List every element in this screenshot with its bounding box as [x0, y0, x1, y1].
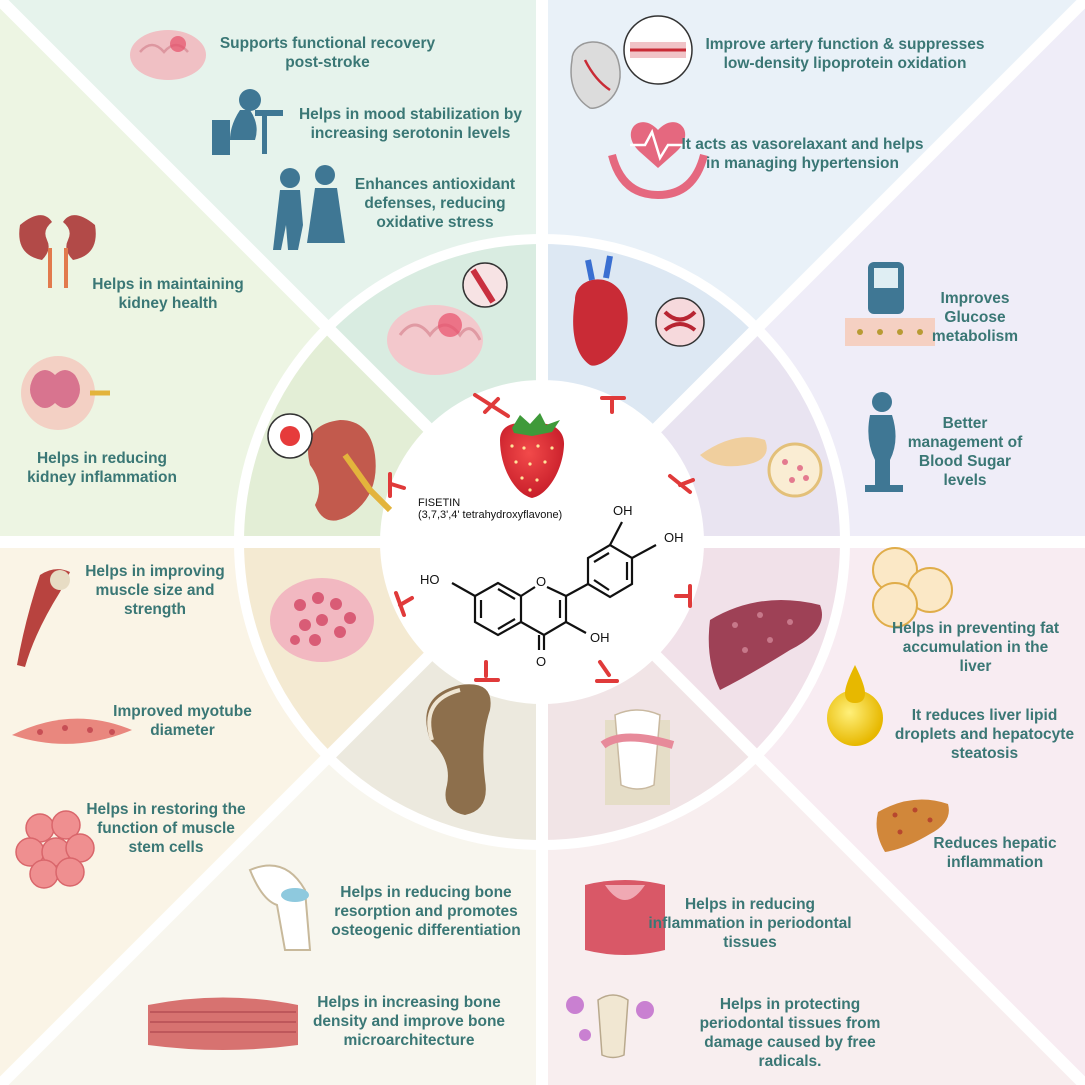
- inflamed-kidney-icon: [21, 356, 110, 430]
- brain-icon: [130, 30, 206, 80]
- inhibitor-cardio: [600, 396, 626, 414]
- shoulder-muscle-icon: [17, 569, 70, 667]
- hydroxyl-bottom: OH: [590, 630, 610, 645]
- ring-heart-icon: [573, 255, 705, 366]
- kidney-text-1: Helps in maintaining kidney health: [92, 276, 244, 312]
- bone-text-1: Helps in reducing bone resorption and pr…: [331, 884, 521, 939]
- bone-text-2: Helps in increasing bone density and imp…: [312, 994, 506, 1049]
- ring-tooth-icon: [600, 709, 675, 805]
- ring-bone-icon: [426, 684, 491, 815]
- cardio-text-2: It acts as vasorelaxant and helps in man…: [681, 136, 924, 172]
- liver-text-3: Reduces hepatic inflammation: [933, 835, 1057, 871]
- elderly-couple-icon: [273, 165, 345, 250]
- inhibitor-bone: [474, 660, 500, 682]
- tooth-bacteria-icon: [566, 994, 654, 1059]
- hydroxyl-top: OH: [613, 503, 633, 518]
- myotube-icon: [12, 718, 132, 744]
- inhibitor-periodontal: [595, 660, 619, 683]
- center-disc: [380, 380, 704, 704]
- strawberry-icon: [500, 413, 565, 498]
- fisetin-structure-icon: [451, 521, 657, 650]
- ketone-oxygen: O: [536, 654, 547, 669]
- stressed-person-icon: [212, 89, 283, 155]
- ring-oxygen: O: [536, 574, 547, 589]
- inhibitor-liver: [674, 584, 692, 608]
- ring-muscle-icon: [270, 578, 374, 662]
- ring-liver-icon: [708, 600, 822, 690]
- glucometer-icon: [845, 262, 935, 346]
- ring-pancreas-icon: [700, 437, 823, 498]
- pancreas-text-1: Improves Glucose metabolism: [931, 290, 1019, 345]
- cardio-text-1: Improve artery function & suppresses low…: [705, 36, 985, 72]
- lipid-droplet-icon: [827, 665, 883, 746]
- brain-text-3: Enhances antioxidant defenses, reducing …: [354, 176, 516, 231]
- stem-cells-icon: [15, 810, 95, 889]
- muscle-text-1: Helps in improving muscle size and stren…: [85, 563, 225, 618]
- compound-name: FISETIN: [418, 497, 461, 509]
- inhibitor-muscle: [394, 591, 414, 617]
- inhibitor-kidney: [388, 472, 406, 498]
- knee-joint-icon: [248, 864, 312, 951]
- inhibitor-marks: [388, 393, 695, 683]
- kidneys-icon: [19, 215, 96, 288]
- gum-tissue-icon: [585, 880, 665, 955]
- brain-text-1: Supports functional recovery post-stroke: [219, 35, 436, 71]
- hydroxyl-left: HO: [420, 572, 440, 587]
- muscle-text-2: Improved myotube diameter: [113, 703, 252, 739]
- muscle-fiber-icon: [148, 997, 298, 1050]
- heart-hands-icon: [608, 122, 708, 200]
- kidney-text-2: Helps in reducing kidney inflammation: [27, 450, 177, 486]
- pancreas-text-2: Better management of Blood Sugar levels: [907, 415, 1023, 489]
- periodontal-text-1: Helps in reducing inflammation in period…: [648, 896, 852, 951]
- ring-brain-icon: [387, 262, 508, 375]
- hydroxyl-right: OH: [664, 530, 684, 545]
- fat-cells-icon: [872, 547, 953, 628]
- inhibitor-brain: [473, 393, 510, 418]
- person-scale-icon: [865, 392, 903, 492]
- compound-formula: (3,7,3',4' tetrahydroxyflavone): [418, 509, 563, 521]
- heart-artery-icon: [570, 15, 693, 109]
- inflamed-liver-icon: [876, 799, 949, 852]
- periodontal-text-2: Helps in protecting periodontal tissues …: [699, 996, 881, 1070]
- brain-text-2: Helps in mood stabilization by increasin…: [298, 106, 523, 142]
- ring-kidney-icon: [267, 413, 393, 521]
- liver-text-1: Helps in preventing fat accumulation in …: [891, 620, 1060, 675]
- inhibitor-pancreas: [668, 474, 695, 494]
- liver-text-2: It reduces liver lipid droplets and hepa…: [894, 707, 1075, 762]
- muscle-text-3: Helps in restoring the function of muscl…: [86, 801, 246, 856]
